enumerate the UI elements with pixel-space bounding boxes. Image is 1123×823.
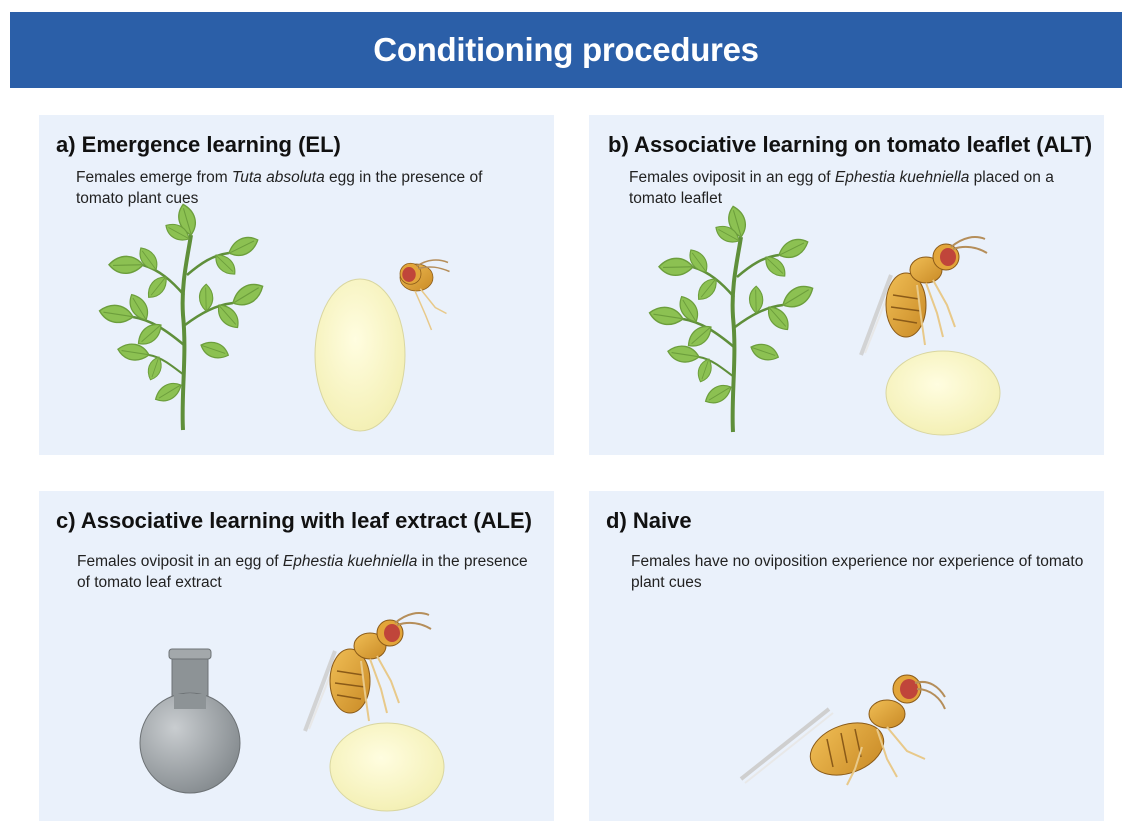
tomato-plant-icon xyxy=(97,203,266,430)
flask-icon xyxy=(140,649,240,793)
wasp-icon xyxy=(741,675,945,785)
panel-naive: d) Naive Females have no oviposition exp… xyxy=(589,491,1104,821)
panel-associative-learning-extract: c) Associative learning with leaf extrac… xyxy=(39,491,554,821)
header-banner: Conditioning procedures xyxy=(10,12,1122,88)
tomato-plant-icon xyxy=(647,205,816,432)
wasp-icon xyxy=(305,613,431,731)
wasp-icon xyxy=(400,260,450,330)
illustration xyxy=(589,491,1104,821)
illustration xyxy=(589,115,1104,455)
illustration xyxy=(39,115,554,455)
panel-emergence-learning: a) Emergence learning (EL) Females emerg… xyxy=(39,115,554,455)
illustration xyxy=(39,491,554,821)
egg-icon xyxy=(886,351,1000,435)
egg-icon xyxy=(315,279,405,431)
page-title: Conditioning procedures xyxy=(373,31,758,69)
wasp-icon xyxy=(861,237,987,355)
panel-associative-learning-leaflet: b) Associative learning on tomato leafle… xyxy=(589,115,1104,455)
egg-icon xyxy=(330,723,444,811)
